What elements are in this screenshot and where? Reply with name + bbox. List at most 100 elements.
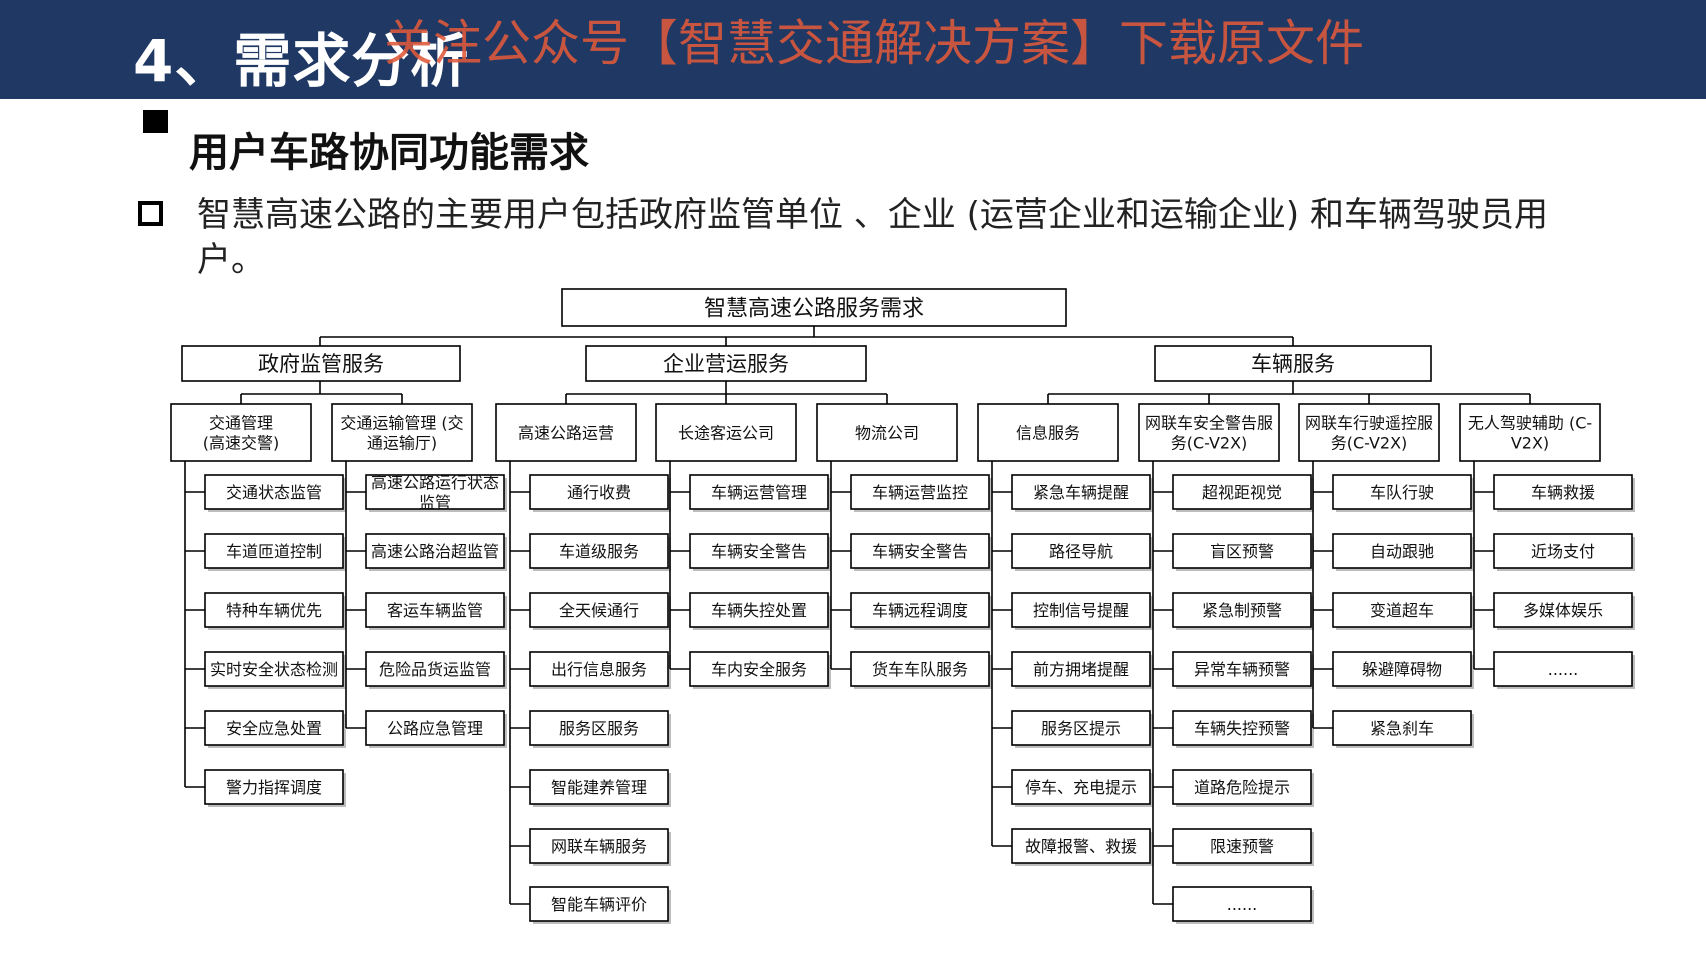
node-label: 网联车辆服务 — [551, 837, 647, 856]
item-node: 车辆失控处置 — [689, 592, 831, 630]
node-label: 车辆失控预警 — [1194, 719, 1290, 738]
node-label: 紧急刹车 — [1370, 719, 1434, 738]
node-label: 长途客运公司 — [678, 423, 774, 442]
item-node: ...... — [1493, 651, 1635, 689]
node-label: 网联车安全警告服 — [1145, 413, 1273, 432]
node-label: 车辆安全警告 — [711, 542, 807, 561]
node-box — [365, 710, 505, 746]
node-box — [1493, 651, 1633, 687]
node-label: 公路应急管理 — [387, 719, 483, 738]
node-label: 限速预警 — [1210, 837, 1274, 856]
item-node: 服务区服务 — [529, 710, 671, 748]
node-label: ...... — [1227, 895, 1258, 914]
node-box — [365, 533, 505, 569]
node-box — [529, 592, 669, 628]
item-node: 路径导航 — [1011, 533, 1153, 571]
node-box — [1011, 828, 1151, 864]
node-box — [181, 345, 461, 382]
node-label: 车辆救援 — [1531, 483, 1595, 502]
item-node: 危险品货运监管 — [365, 651, 507, 689]
node-box — [529, 474, 669, 510]
node-label: 货车车队服务 — [872, 660, 968, 679]
node-box — [495, 403, 637, 462]
node-box — [689, 474, 829, 510]
node-label: 停车、充电提示 — [1025, 778, 1137, 797]
node-label: 道路危险提示 — [1194, 778, 1290, 797]
node-box — [1172, 474, 1312, 510]
node-box — [850, 533, 990, 569]
node-label: 智能车辆评价 — [551, 895, 647, 914]
node-label: 近场支付 — [1531, 542, 1595, 561]
item-node: 智能车辆评价 — [529, 886, 671, 924]
node-box — [1332, 474, 1472, 510]
node-label: 紧急制预警 — [1202, 601, 1282, 620]
node-box — [204, 592, 344, 628]
node-label: 高速公路运营 — [518, 423, 614, 442]
node-label: 车辆安全警告 — [872, 542, 968, 561]
node-label: 企业营运服务 — [663, 352, 789, 376]
node-label: 故障报警、救援 — [1025, 837, 1137, 856]
item-node: 近场支付 — [1493, 533, 1635, 571]
watermark: 关注公众号【智慧交通解决方案】下载原文件 — [384, 15, 1365, 72]
item-node: 车辆安全警告 — [850, 533, 992, 571]
node-label: 交通运输管理 (交 — [340, 413, 463, 432]
node-label: 异常车辆预警 — [1194, 660, 1290, 679]
item-node: 警力指挥调度 — [204, 769, 346, 807]
item-node: 车道级服务 — [529, 533, 671, 571]
item-node: 道路危险提示 — [1172, 769, 1314, 807]
node-label: 危险品货运监管 — [379, 660, 491, 679]
filled-square-bullet-icon — [143, 110, 168, 133]
node-box — [204, 474, 344, 510]
node-box — [1172, 533, 1312, 569]
node-box — [1011, 769, 1151, 805]
item-node: 网联车辆服务 — [529, 828, 671, 866]
node-label: 车道级服务 — [559, 542, 639, 561]
item-node: 停车、充电提示 — [1011, 769, 1153, 807]
node-label: 车道匝道控制 — [226, 542, 322, 561]
node-label: 客运车辆监管 — [387, 601, 483, 620]
item-node: 故障报警、救援 — [1011, 828, 1153, 866]
node-label: 多媒体娱乐 — [1523, 601, 1603, 620]
node-box — [655, 403, 797, 462]
node-box — [850, 592, 990, 628]
item-node: 服务区提示 — [1011, 710, 1153, 748]
item-node: 车辆失控预警 — [1172, 710, 1314, 748]
node-label: 服务区服务 — [559, 719, 639, 738]
item-node: 超视距视觉 — [1172, 474, 1314, 512]
node-label: (高速交警) — [203, 433, 280, 452]
node-box — [1298, 403, 1440, 462]
node-box — [816, 403, 958, 462]
node-box — [1332, 592, 1472, 628]
group-node-1: 政府监管服务 — [181, 345, 461, 382]
column-node-3-1: 信息服务 — [977, 403, 1119, 462]
node-box — [529, 828, 669, 864]
node-label: 变道超车 — [1370, 601, 1434, 620]
group-node-3: 车辆服务 — [1154, 345, 1432, 382]
node-box — [1011, 651, 1151, 687]
node-box — [977, 403, 1119, 462]
item-node: 实时安全状态检测 — [204, 651, 346, 689]
item-node: 车内安全服务 — [689, 651, 831, 689]
node-label: 政府监管服务 — [258, 352, 384, 376]
item-node: 紧急车辆提醒 — [1011, 474, 1153, 512]
node-box — [850, 474, 990, 510]
node-label: 监管 — [419, 493, 451, 512]
node-label: 网联车行驶遥控服 — [1305, 413, 1433, 432]
item-node: 公路应急管理 — [365, 710, 507, 748]
node-label: 躲避障碍物 — [1362, 660, 1442, 679]
node-box — [204, 769, 344, 805]
node-box — [1332, 533, 1472, 569]
column-node-2-1: 高速公路运营 — [495, 403, 637, 462]
root-node: 智慧高速公路服务需求 — [561, 288, 1067, 327]
node-box — [850, 651, 990, 687]
item-node: 控制信号提醒 — [1011, 592, 1153, 630]
item-node: 盲区预警 — [1172, 533, 1314, 571]
node-label: 出行信息服务 — [551, 660, 647, 679]
column-node-2-2: 长途客运公司 — [655, 403, 797, 462]
node-box — [1172, 651, 1312, 687]
node-label: 信息服务 — [1016, 423, 1080, 442]
